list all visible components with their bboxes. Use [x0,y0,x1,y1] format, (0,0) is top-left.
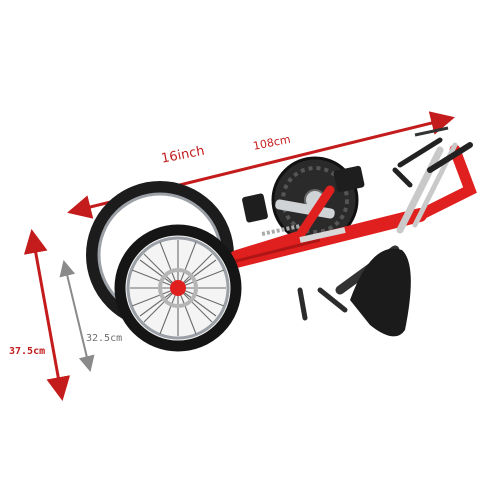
pedal [242,165,365,223]
secondary-height-label: 32.5cm [86,333,123,344]
height-dimension-arrow [23,229,71,401]
saddle [297,245,411,337]
secondary-height-arrow [59,260,95,372]
front-wheel [114,224,242,352]
folded-height-label: 37.5cm [9,346,46,357]
handlebar-assembly [392,126,473,234]
